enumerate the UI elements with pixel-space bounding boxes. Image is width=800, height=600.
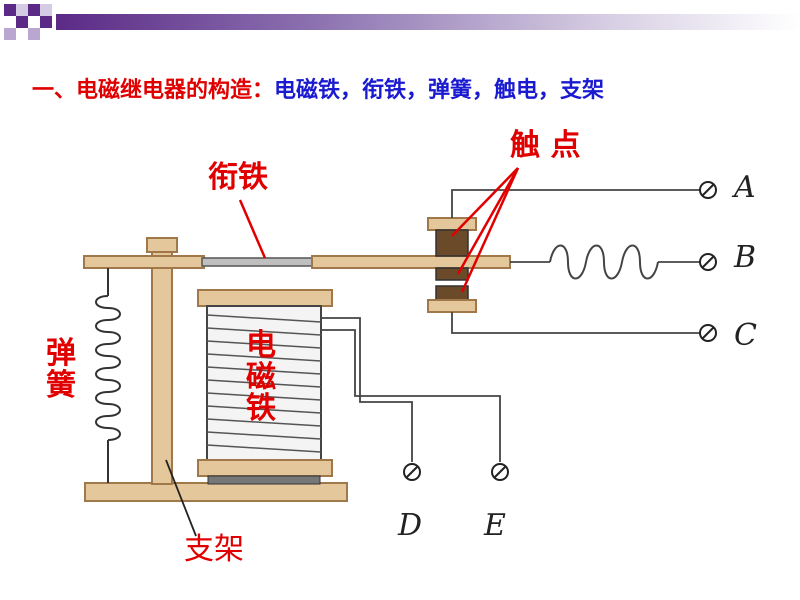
terminal-label-d: D (398, 508, 423, 543)
pointer-armature (238, 199, 267, 259)
checker-decoration (4, 4, 52, 40)
banner-gradient-bar (56, 14, 800, 30)
wire-to-d (321, 317, 413, 462)
wire-to-c (451, 312, 700, 334)
label-contacts: 触 点 (510, 128, 581, 163)
lower-contact-mount (427, 299, 477, 313)
page-title: 一、电磁继电器的构造：电磁铁，衔铁，弹簧，触电，支架 (32, 72, 604, 104)
coil-core-base (207, 475, 321, 485)
terminal-a (699, 181, 717, 199)
terminal-label-a: A (734, 170, 756, 205)
pointer-contact-2 (456, 167, 520, 275)
spring-b-coil (549, 244, 659, 280)
terminal-c (699, 324, 717, 342)
label-bracket: 支架 (184, 532, 244, 567)
pointer-bracket (165, 459, 197, 537)
terminal-label-b: B (734, 240, 757, 275)
base-board (84, 482, 348, 502)
coil-top-flange (197, 289, 333, 307)
upper-contact-point (435, 229, 469, 257)
terminal-d (403, 463, 421, 481)
wire-to-a (451, 189, 700, 218)
label-spring: 弹簧 (46, 336, 76, 403)
terminal-b (699, 253, 717, 271)
moving-contact-point (435, 267, 469, 281)
title-part-red: 一、电磁继电器的构造： (32, 78, 275, 103)
slide-banner (0, 0, 800, 46)
pointer-contact-3 (460, 167, 520, 293)
label-electromagnet: 电磁铁 (246, 328, 276, 426)
terminal-label-e: E (484, 508, 506, 543)
terminal-e (491, 463, 509, 481)
title-part-blue: 电磁铁，衔铁，弹簧，触电，支架 (274, 78, 605, 103)
wire-to-e (321, 329, 501, 462)
armature-bar-left (83, 255, 205, 269)
bracket-cap (146, 237, 178, 253)
armature-bar-right (311, 255, 511, 269)
armature-bar-metal (201, 257, 315, 267)
label-armature: 衔铁 (208, 160, 268, 195)
terminal-label-c: C (734, 318, 757, 353)
coil-windings (206, 314, 322, 453)
spring-coil (95, 295, 121, 441)
coil-bottom-flange (197, 459, 333, 477)
bracket-post (151, 239, 173, 485)
pointer-contact-1 (451, 167, 519, 237)
